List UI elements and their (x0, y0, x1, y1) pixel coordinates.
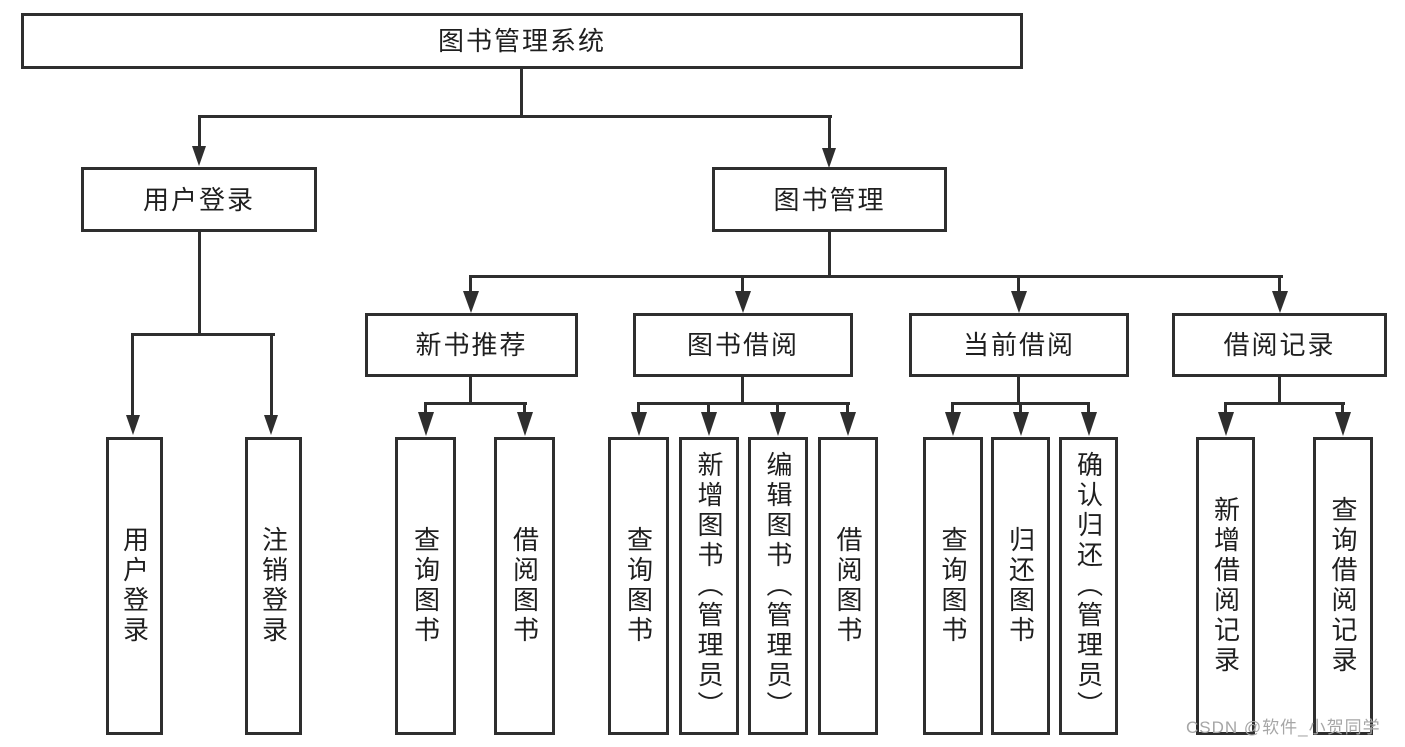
csdn-watermark: CSDN @软件_小贺同学 (1186, 718, 1381, 737)
connector-line (520, 69, 523, 117)
node-book-management: 图书管理 (712, 167, 947, 232)
node-label: 图书借阅 (686, 330, 799, 360)
connector-line (828, 232, 831, 278)
connector-line (637, 402, 640, 414)
node-label: 归还图书 (1005, 526, 1036, 646)
arrow-down-icon (126, 415, 140, 435)
arrow-down-icon (840, 412, 856, 436)
node-label: 借阅图书 (509, 526, 540, 646)
connector-line (741, 377, 744, 405)
connector-line (846, 402, 849, 414)
connector-line (1278, 275, 1281, 293)
connector-line (1019, 402, 1022, 414)
node-new-book-recommend: 新书推荐 (365, 313, 578, 377)
node-leaf-add-book-admin: 新增图书（管理员） (679, 437, 739, 735)
node-leaf-query-book-3: 查询图书 (923, 437, 983, 735)
node-leaf-borrow-book-2: 借阅图书 (818, 437, 878, 735)
connector-line (198, 115, 832, 118)
node-label: 新增图书（管理员） (694, 451, 724, 721)
arrow-down-icon (463, 291, 479, 313)
arrow-down-icon (945, 412, 961, 436)
node-label: 注销登录 (258, 526, 289, 646)
connector-line (523, 402, 526, 414)
arrow-down-icon (1272, 291, 1288, 313)
connector-line (637, 402, 850, 405)
connector-line (951, 402, 954, 414)
node-leaf-query-book-2: 查询图书 (608, 437, 669, 735)
node-label: 查询图书 (623, 526, 654, 646)
node-leaf-query-borrow-record: 查询借阅记录 (1313, 437, 1373, 735)
node-label: 借阅图书 (833, 526, 863, 646)
connector-line (198, 115, 201, 150)
connector-line (131, 333, 134, 417)
arrow-down-icon (1011, 291, 1027, 313)
arrow-down-icon (822, 148, 836, 168)
arrow-down-icon (1218, 412, 1234, 436)
node-label: 新增借阅记录 (1210, 496, 1241, 676)
node-label: 确认归还（管理员） (1073, 451, 1104, 721)
node-label: 用户登录 (142, 184, 255, 215)
arrow-down-icon (1335, 412, 1351, 436)
node-leaf-query-book-1: 查询图书 (395, 437, 456, 735)
connector-line (424, 402, 527, 405)
connector-line (1224, 402, 1345, 405)
connector-line (1017, 275, 1020, 293)
arrow-down-icon (517, 412, 533, 436)
node-book-borrow: 图书借阅 (633, 313, 853, 377)
arrow-down-icon (1013, 412, 1029, 436)
node-label: 图书管理 (773, 184, 886, 215)
connector-line (707, 402, 710, 414)
connector-line (828, 115, 831, 150)
connector-line (1224, 402, 1227, 414)
arrow-down-icon (192, 146, 206, 166)
connector-line (776, 402, 779, 414)
node-label: 用户登录 (119, 526, 150, 646)
arrow-down-icon (770, 412, 786, 436)
arrow-down-icon (701, 412, 717, 436)
node-leaf-borrow-book-1: 借阅图书 (494, 437, 555, 735)
connector-line (198, 232, 201, 335)
arrow-down-icon (1081, 412, 1097, 436)
node-root: 图书管理系统 (21, 13, 1023, 69)
node-borrow-record: 借阅记录 (1172, 313, 1387, 377)
arrow-down-icon (264, 415, 278, 435)
node-leaf-return-book: 归还图书 (991, 437, 1050, 735)
connector-line (131, 333, 275, 336)
node-label: 借阅记录 (1223, 330, 1336, 360)
connector-line (741, 275, 744, 293)
node-label: 编辑图书（管理员） (763, 451, 793, 721)
node-leaf-confirm-return-admin: 确认归还（管理员） (1059, 437, 1118, 735)
node-leaf-edit-book-admin: 编辑图书（管理员） (748, 437, 808, 735)
node-label: 新书推荐 (415, 330, 528, 360)
node-user-login: 用户登录 (81, 167, 317, 232)
connector-line (469, 275, 472, 293)
connector-line (1341, 402, 1344, 414)
node-label: 查询图书 (938, 526, 968, 646)
connector-line (424, 402, 427, 414)
arrow-down-icon (418, 412, 434, 436)
connector-line (1017, 377, 1020, 405)
node-leaf-add-borrow-record: 新增借阅记录 (1196, 437, 1255, 735)
connector-line (1087, 402, 1090, 414)
arrow-down-icon (631, 412, 647, 436)
node-leaf-user-login: 用户登录 (106, 437, 163, 735)
node-label: 查询借阅记录 (1328, 496, 1358, 676)
arrow-down-icon (735, 291, 751, 313)
connector-line (1278, 377, 1281, 405)
node-label: 当前借阅 (962, 330, 1075, 360)
connector-line (270, 333, 273, 417)
node-leaf-logout: 注销登录 (245, 437, 302, 735)
node-label: 图书管理系统 (437, 26, 606, 56)
connector-line (469, 275, 1283, 278)
node-current-borrow: 当前借阅 (909, 313, 1129, 377)
connector-line (469, 377, 472, 405)
node-label: 查询图书 (410, 526, 441, 646)
